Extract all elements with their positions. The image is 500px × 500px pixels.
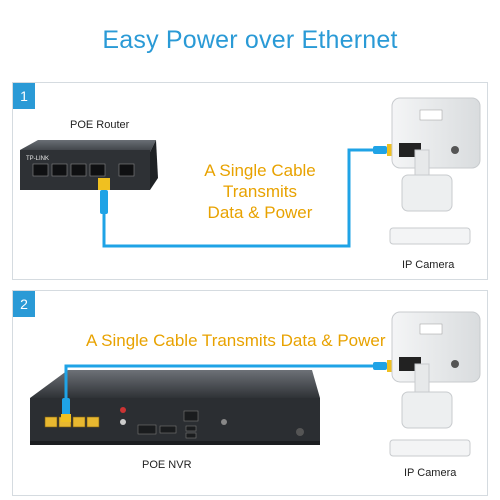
poe-router-label: POE Router: [70, 119, 130, 131]
callout-line-1: A Single Cable: [204, 161, 316, 180]
router-brand: TP-LINK: [26, 156, 49, 162]
callout-single-cable-2: A Single Cable Transmits Data & Power: [86, 331, 386, 350]
poe-nvr: [30, 370, 320, 445]
ip-camera-2: [389, 311, 481, 457]
ip-camera-label-1: IP Camera: [402, 259, 455, 271]
poe-nvr-label: POE NVR: [142, 459, 192, 471]
callout-line-3: Data & Power: [207, 203, 313, 222]
ip-camera-1: [389, 97, 481, 245]
ethernet-cable-2: [61, 360, 397, 422]
step-badge-2: 2: [13, 291, 35, 317]
callout-line-2: Transmits: [223, 182, 297, 201]
callout-single-cable-1: A Single Cable Transmits Data & Power: [200, 160, 320, 223]
step-badge-1: 1: [13, 83, 35, 109]
poe-router: TP-LINK: [20, 140, 158, 190]
page-title: Easy Power over Ethernet: [102, 26, 398, 54]
ip-camera-label-2: IP Camera: [404, 467, 457, 479]
